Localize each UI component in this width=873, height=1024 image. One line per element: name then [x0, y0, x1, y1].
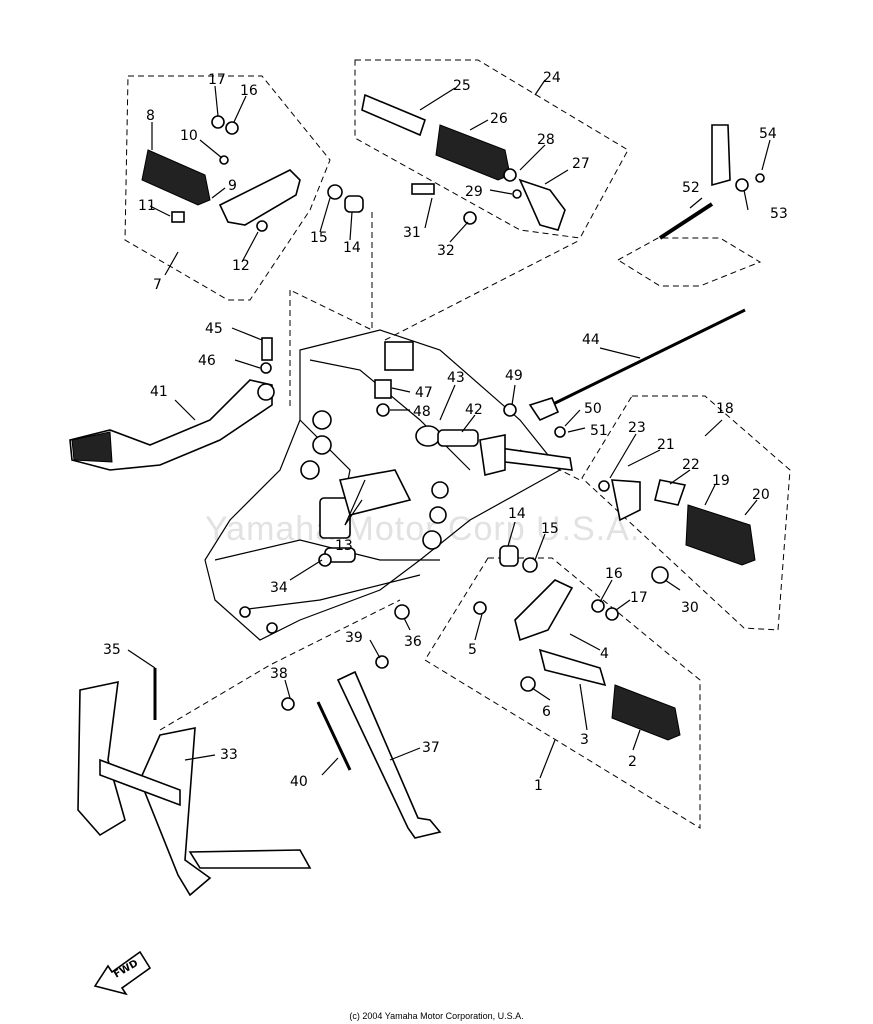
callout-53: 53 [770, 206, 788, 222]
callout-43: 43 [447, 370, 465, 386]
group-18-outline [581, 395, 791, 631]
callout-36: 36 [404, 634, 422, 650]
callout-32: 32 [437, 243, 455, 259]
callout-9: 9 [228, 178, 237, 194]
callout-8: 8 [146, 108, 155, 124]
callout-25: 25 [453, 78, 471, 94]
callout-21: 21 [657, 437, 675, 453]
callout-7: 7 [153, 277, 162, 293]
callout-4: 4 [600, 646, 609, 662]
part-sidestand [281, 553, 442, 839]
callout-16b: 16 [605, 566, 623, 582]
callout-17b: 17 [630, 590, 648, 606]
linkage-line-c [384, 239, 581, 341]
part-footrest-front-right [598, 479, 756, 584]
callout-20: 20 [752, 487, 770, 503]
fwd-arrow-icon: FWD [93, 950, 152, 996]
part-footrest-rear-left [141, 115, 364, 232]
callout-30: 30 [681, 600, 699, 616]
part-footrest-rear-right [361, 93, 566, 231]
callout-45: 45 [205, 321, 223, 337]
callout-33: 33 [220, 747, 238, 763]
callout-15a: 15 [310, 230, 328, 246]
callout-38: 38 [270, 666, 288, 682]
callout-16: 16 [240, 83, 258, 99]
callout-15b: 15 [541, 521, 559, 537]
callout-42: 42 [465, 402, 483, 418]
watermark-text: Yamaha Motor Corp U.S.A. [205, 510, 640, 548]
callout-1: 1 [534, 778, 543, 794]
part-footrest-front-left [473, 545, 681, 741]
callout-28: 28 [537, 132, 555, 148]
callout-3: 3 [580, 732, 589, 748]
callout-11: 11 [138, 198, 156, 214]
callout-35: 35 [103, 642, 121, 658]
callout-24: 24 [543, 70, 561, 86]
part-brake-rod [498, 308, 746, 471]
callout-23: 23 [628, 420, 646, 436]
group-outlines [124, 59, 791, 829]
part-brake-pedal [69, 337, 275, 471]
part-brake-shaft [374, 379, 506, 476]
callout-14a: 14 [343, 240, 361, 256]
callout-46: 46 [198, 353, 216, 369]
callout-17: 17 [208, 72, 226, 88]
callout-22: 22 [682, 457, 700, 473]
callout-44: 44 [582, 332, 600, 348]
callout-19: 19 [712, 473, 730, 489]
callout-41: 41 [150, 384, 168, 400]
frame-assembly [204, 329, 561, 641]
linkage-line-b [289, 212, 373, 331]
part-mainstand [77, 606, 312, 897]
group-1-outline [424, 557, 701, 829]
callout-37: 37 [422, 740, 440, 756]
group-7-outline [124, 75, 331, 301]
leader-lines [127, 79, 771, 779]
callout-47: 47 [415, 385, 433, 401]
callout-12: 12 [232, 258, 250, 274]
callout-54: 54 [759, 126, 777, 142]
copyright-notice: (c) 2004 Yamaha Motor Corporation, U.S.A… [349, 1011, 524, 1021]
linkage-line-d [159, 599, 401, 731]
callout-6: 6 [542, 704, 551, 720]
callout-52: 52 [682, 180, 700, 196]
callout-50: 50 [584, 401, 602, 417]
callout-13: 13 [335, 538, 353, 554]
callout-labels: 17 16 8 10 9 11 12 15 14 7 25 24 26 28 2… [103, 70, 788, 794]
callout-40: 40 [290, 774, 308, 790]
callout-5: 5 [468, 642, 477, 658]
callout-34: 34 [270, 580, 288, 596]
callout-10: 10 [180, 128, 198, 144]
callout-18: 18 [716, 401, 734, 417]
group-24-outline [354, 59, 629, 239]
callout-14b: 14 [508, 506, 526, 522]
callout-51: 51 [590, 423, 608, 439]
callout-2: 2 [628, 754, 637, 770]
callout-27: 27 [572, 156, 590, 172]
group-54-link [617, 237, 762, 287]
callout-48: 48 [413, 404, 431, 420]
callout-49: 49 [505, 368, 523, 384]
callout-39: 39 [345, 630, 363, 646]
part-brake-switch [658, 124, 765, 240]
callout-29: 29 [465, 184, 483, 200]
callout-31: 31 [403, 225, 421, 241]
callout-26: 26 [490, 111, 508, 127]
